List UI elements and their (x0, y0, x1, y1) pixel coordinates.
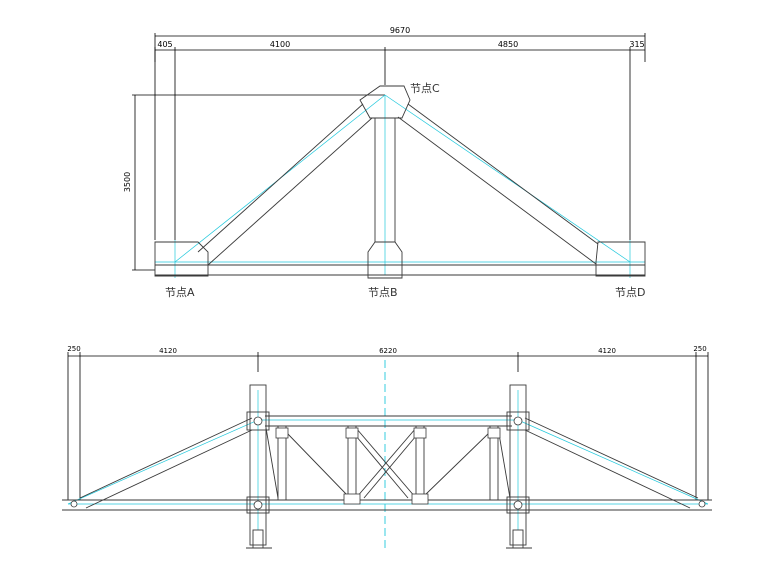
dim-seg3-top: 4850 (498, 40, 518, 49)
dim-left-edge: 250 (67, 345, 80, 353)
dim-seg4-top: 315 (629, 40, 644, 49)
dim-right-edge: 250 (693, 345, 706, 353)
top-truss-elevation: 9670 405 4100 4850 315 3500 节点A 节点B 节点C … (123, 26, 645, 299)
dim-center-span: 6220 (379, 347, 397, 355)
bottom-dimension-lines (67, 352, 709, 500)
node-a-label: 节点A (165, 286, 195, 299)
top-centerlines (155, 94, 645, 278)
bottom-centerlines (67, 390, 709, 530)
bottom-gusset-plates (70, 416, 706, 510)
node-b-label: 节点B (368, 286, 398, 299)
top-truss-members (154, 85, 646, 279)
dim-right-span: 4120 (598, 347, 616, 355)
dim-seg1-top: 405 (157, 40, 172, 49)
dim-height-top: 3500 (123, 172, 132, 192)
bottom-truss-members (62, 384, 712, 549)
dim-left-span: 4120 (159, 347, 177, 355)
dim-seg2-top: 4100 (270, 40, 290, 49)
node-d-label: 节点D (615, 286, 645, 299)
node-c-label: 节点C (410, 82, 440, 95)
top-dimension-lines (132, 33, 646, 271)
bottom-truss-elevation: 250 4120 6220 4120 250 (62, 345, 712, 549)
dim-overall-top: 9670 (390, 26, 410, 35)
